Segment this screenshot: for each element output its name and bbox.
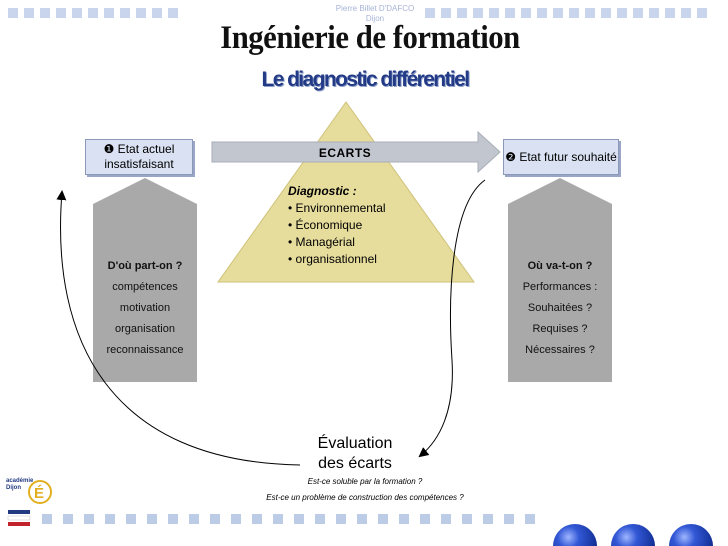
evaluation-question-1: Est-ce soluble par la formation ?	[307, 477, 423, 486]
author-city: Dijon	[365, 14, 385, 23]
left-arrow-heading: D'où part-on ?	[107, 260, 183, 272]
left-arrow-item: motivation	[119, 302, 171, 314]
top-right-decor	[425, 8, 707, 18]
sphere-2	[611, 524, 655, 546]
evaluation-label: Évaluation des écarts	[300, 434, 410, 474]
evaluation-line-1: Évaluation	[317, 435, 393, 452]
future-state-box: ❷ Etat futur souhaité	[503, 139, 619, 175]
sphere-1	[553, 524, 597, 546]
logo-city: Dijon	[6, 485, 21, 491]
gap-arrow	[211, 130, 501, 174]
top-left-decor	[8, 8, 178, 18]
left-arrow-item: reconnaissance	[106, 344, 184, 356]
academie-logo-icon: É	[7, 480, 52, 526]
diagnostic-item: • Économique	[288, 218, 363, 232]
right-up-arrow	[508, 178, 612, 382]
diagnostic-list: Diagnostic : • Environnemental • Économi…	[288, 183, 448, 268]
current-state-label: ❶ Etat actuel insatisfaisant	[103, 142, 175, 171]
sphere-3	[669, 524, 713, 546]
logo-name: académie	[6, 478, 34, 484]
diagnostic-item: • organisationnel	[288, 252, 377, 266]
author-name: Pierre Billet D'DAFCO	[335, 4, 415, 13]
gap-label: ECARTS	[318, 146, 372, 160]
feedback-arrow-from-future	[418, 179, 486, 458]
author-credit: Pierre Billet D'DAFCO Dijon	[280, 4, 470, 24]
right-arrow-item: Nécessaires ?	[525, 344, 595, 356]
right-arrow-item: Requises ?	[532, 323, 588, 335]
left-arrow-text: D'où part-on ? compétences motivation or…	[93, 256, 197, 361]
right-arrow-item: Performances :	[522, 281, 598, 293]
diagnostic-item: • Managérial	[288, 235, 355, 249]
academie-logo-text: académie Dijon	[6, 478, 36, 492]
diagnostic-heading: Diagnostic :	[288, 184, 357, 198]
diagnostic-item: • Environnemental	[288, 201, 386, 215]
feedback-arrow-to-current	[56, 190, 301, 466]
left-up-arrow	[93, 178, 197, 382]
svg-text:É: É	[34, 485, 44, 502]
evaluation-line-2: des écarts	[318, 455, 392, 472]
future-state-label: ❷ Etat futur souhaité	[505, 149, 617, 164]
left-arrow-item: compétences	[112, 281, 178, 293]
bottom-decor	[42, 514, 535, 524]
right-arrow-heading: Où va-t-on ?	[527, 260, 593, 272]
page-title: Ingénierie de formation	[220, 20, 520, 56]
diagnostic-triangle	[217, 101, 475, 283]
right-arrow-text: Où va-t-on ? Performances : Souhaitées ?…	[508, 256, 612, 361]
right-arrow-item: Souhaitées ?	[527, 302, 593, 314]
page-subtitle: Le diagnostic différentiel	[261, 68, 471, 91]
evaluation-question-2: Est-ce un problème de construction des c…	[266, 493, 464, 502]
current-state-box: ❶ Etat actuel insatisfaisant	[85, 139, 193, 175]
left-arrow-item: organisation	[115, 323, 175, 335]
